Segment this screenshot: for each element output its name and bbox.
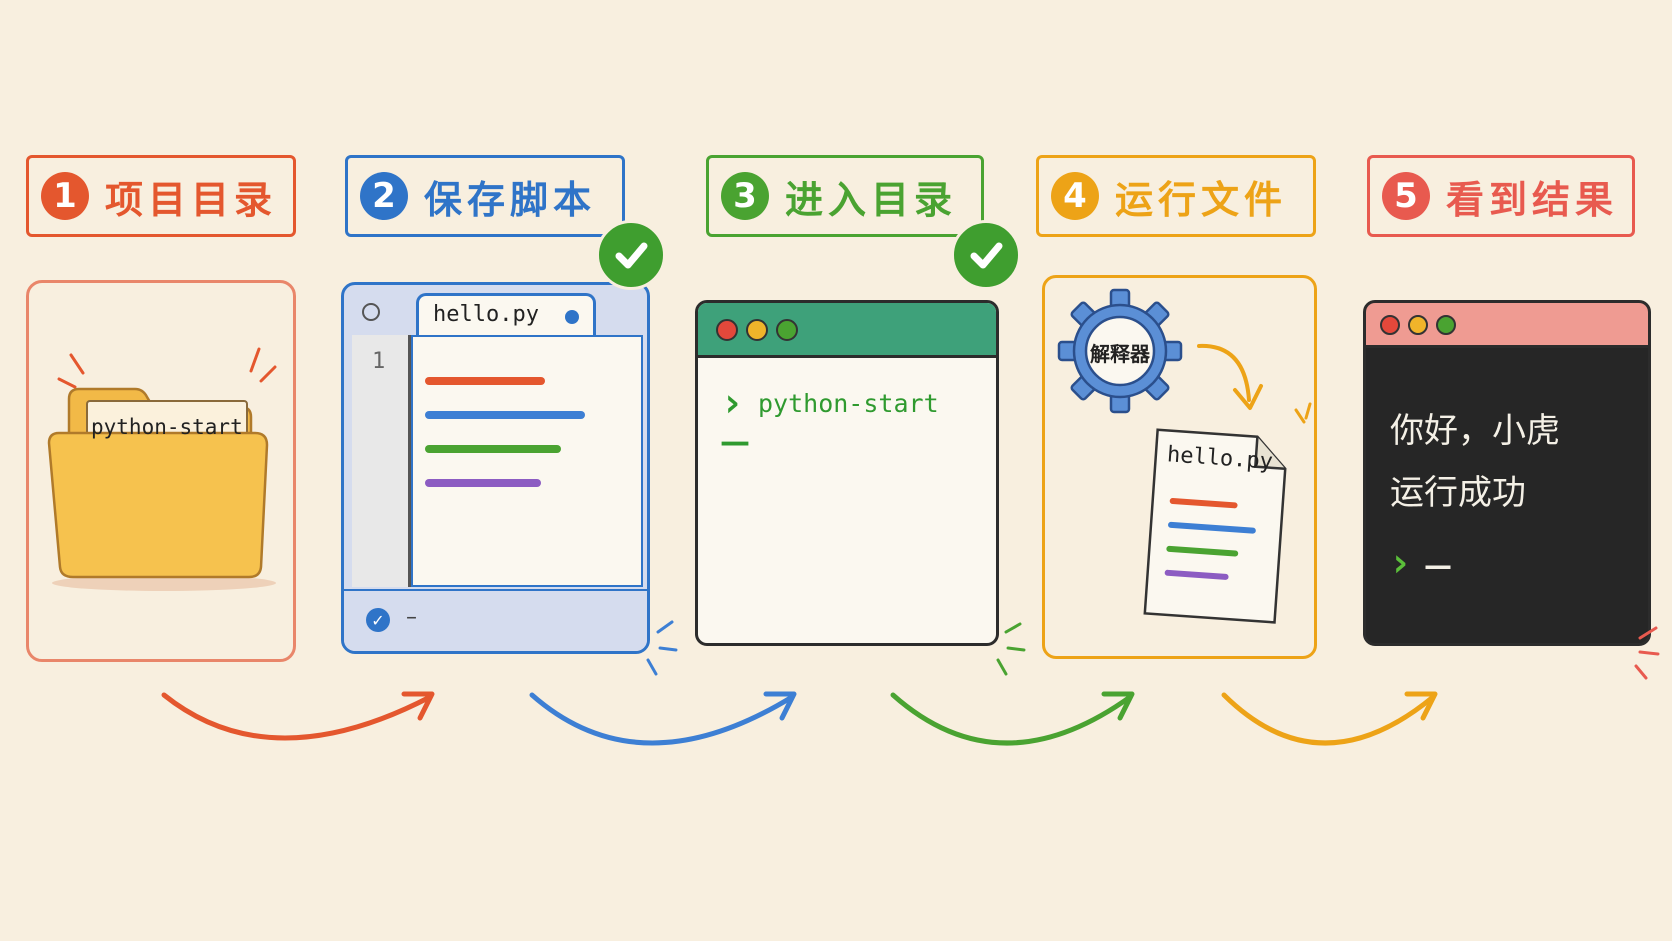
arrow-2-to-3	[529, 692, 795, 746]
step-1-text: 项目目录	[105, 177, 278, 222]
step-4-number: 4	[1051, 172, 1099, 220]
gear-label: 解释器	[1090, 342, 1150, 366]
unsaved-dot-icon	[565, 310, 579, 324]
terminal-cursor: —	[720, 425, 750, 460]
step-4-text: 运行文件	[1115, 177, 1288, 222]
maximize-dot-icon[interactable]	[1436, 315, 1456, 335]
step-2-text: 保存脚本	[424, 177, 597, 222]
check-icon	[951, 220, 1021, 290]
step-5-text: 看到结果	[1446, 177, 1619, 222]
status-cursor: –	[406, 605, 417, 630]
editor-code-area[interactable]	[411, 335, 643, 587]
output-line-2: 运行成功	[1390, 473, 1526, 513]
line-number: 1	[372, 349, 386, 374]
step-1-number: 1	[41, 172, 89, 220]
step-5-number: 5	[1382, 172, 1430, 220]
command-text: python-start	[758, 389, 939, 418]
minimize-dot-icon[interactable]	[746, 319, 768, 341]
arrow-3-to-4	[890, 692, 1133, 746]
folder-icon	[47, 347, 277, 591]
editor-window-dot	[362, 303, 380, 321]
editor-tab[interactable]: hello.py	[416, 293, 596, 336]
output-line-1: 你好，小虎	[1390, 411, 1560, 451]
folder-label: python-start	[91, 415, 243, 439]
editor-tab-label: hello.py	[433, 302, 539, 327]
terminal-cursor: —	[1424, 549, 1452, 582]
prompt-icon: ›	[720, 380, 745, 426]
close-dot-icon[interactable]	[1380, 315, 1400, 335]
step-2-label: 2 保存脚本	[345, 155, 625, 237]
maximize-dot-icon[interactable]	[776, 319, 798, 341]
sparkle-icon	[1294, 402, 1312, 424]
panel-terminal-cd: › python-start —	[695, 300, 999, 646]
minimize-dot-icon[interactable]	[1408, 315, 1428, 335]
sparkle-icon	[996, 622, 1026, 676]
step-3-label: 3 进入目录	[706, 155, 984, 237]
panel-code-editor: hello.py 1 ✓ –	[341, 282, 650, 654]
editor-statusbar: ✓ –	[344, 589, 647, 651]
check-icon	[596, 220, 666, 290]
step-3-text: 进入目录	[785, 177, 958, 222]
step-1-label: 1 项目目录	[26, 155, 296, 237]
panel-project-folder: python-start	[26, 280, 296, 662]
step-4-label: 4 运行文件	[1036, 155, 1316, 237]
sparkle-icon	[646, 620, 678, 676]
file-icon	[1143, 428, 1287, 624]
gear-icon	[1057, 288, 1183, 414]
step-5-label: 5 看到结果	[1367, 155, 1635, 237]
editor-gutter: 1	[352, 335, 411, 587]
prompt-icon: ›	[1388, 540, 1413, 586]
panel-terminal-output: 你好，小虎 运行成功 › —	[1363, 300, 1651, 646]
step-2-number: 2	[360, 172, 408, 220]
sparkle-icon	[1634, 626, 1660, 680]
arrow-icon	[1197, 343, 1263, 410]
step-3-number: 3	[721, 172, 769, 220]
arrow-4-to-5	[1221, 692, 1436, 746]
close-dot-icon[interactable]	[716, 319, 738, 341]
output-titlebar	[1366, 303, 1648, 348]
panel-run-file: 解释器 hello.py	[1042, 275, 1317, 659]
terminal-titlebar	[698, 303, 996, 358]
saved-check-icon: ✓	[366, 608, 390, 632]
arrow-1-to-2	[161, 692, 433, 741]
